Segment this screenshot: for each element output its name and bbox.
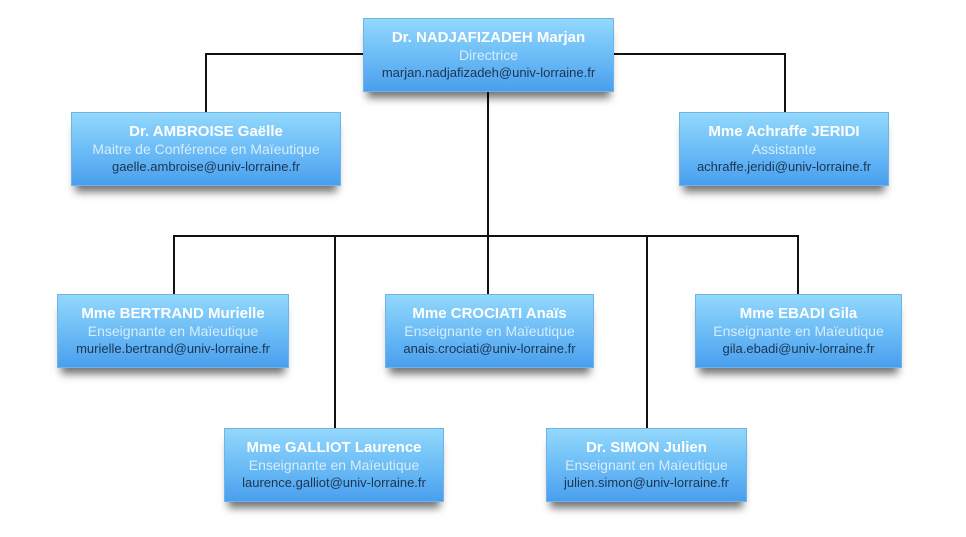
person-name: Dr. NADJAFIZADEH Marjan — [391, 29, 586, 46]
person-card: Mme CROCIATI Anaïs Enseignante en Maïeut… — [385, 294, 594, 368]
connector — [173, 235, 175, 295]
person-name: Mme BERTRAND Murielle — [81, 305, 265, 322]
person-role: Maitre de Conférence en Maïeutique — [92, 141, 320, 157]
person-card: Mme GALLIOT Laurence Enseignante en Maïe… — [224, 428, 444, 502]
person-role: Directrice — [458, 47, 519, 63]
person-email[interactable]: gila.ebadi@univ-lorraine.fr — [722, 341, 875, 356]
person-card: Dr. SIMON Julien Enseignant en Maïeutiqu… — [546, 428, 747, 502]
person-name: Mme EBADI Gila — [739, 305, 858, 322]
person-email[interactable]: gaelle.ambroise@univ-lorraine.fr — [111, 159, 301, 174]
person-card: Mme BERTRAND Murielle Enseignante en Maï… — [57, 294, 289, 368]
person-email[interactable]: marjan.nadjafizadeh@univ-lorraine.fr — [381, 65, 596, 80]
person-email[interactable]: achraffe.jeridi@univ-lorraine.fr — [696, 159, 872, 174]
person-role: Enseignant en Maïeutique — [565, 457, 728, 473]
connector — [487, 90, 489, 236]
connector — [784, 53, 786, 113]
person-card-director: Dr. NADJAFIZADEH Marjan Directrice marja… — [363, 18, 614, 92]
person-card: Mme Achraffe JERIDI Assistante achraffe.… — [679, 112, 889, 186]
person-name: Dr. AMBROISE Gaëlle — [129, 123, 283, 140]
person-name: Mme CROCIATI Anaïs — [412, 305, 567, 322]
connector — [646, 235, 648, 429]
person-role: Enseignante en Maïeutique — [713, 323, 884, 339]
connector — [797, 235, 799, 295]
person-name: Mme Achraffe JERIDI — [708, 123, 860, 140]
person-card: Dr. AMBROISE Gaëlle Maitre de Conférence… — [71, 112, 341, 186]
person-email[interactable]: julien.simon@univ-lorraine.fr — [564, 475, 729, 490]
connector — [487, 235, 489, 295]
connector — [205, 53, 207, 113]
person-name: Dr. SIMON Julien — [586, 439, 707, 456]
person-role: Enseignante en Maïeutique — [248, 457, 420, 473]
person-role: Enseignante en Maïeutique — [87, 323, 259, 339]
connector — [334, 235, 336, 429]
person-email[interactable]: murielle.bertrand@univ-lorraine.fr — [76, 341, 270, 356]
person-email[interactable]: anais.crociati@univ-lorraine.fr — [403, 341, 576, 356]
connector — [173, 235, 799, 237]
person-card: Mme EBADI Gila Enseignante en Maïeutique… — [695, 294, 902, 368]
person-email[interactable]: laurence.galliot@univ-lorraine.fr — [242, 475, 426, 490]
person-name: Mme GALLIOT Laurence — [246, 439, 422, 456]
person-role: Assistante — [751, 141, 817, 157]
person-role: Enseignante en Maïeutique — [404, 323, 575, 339]
